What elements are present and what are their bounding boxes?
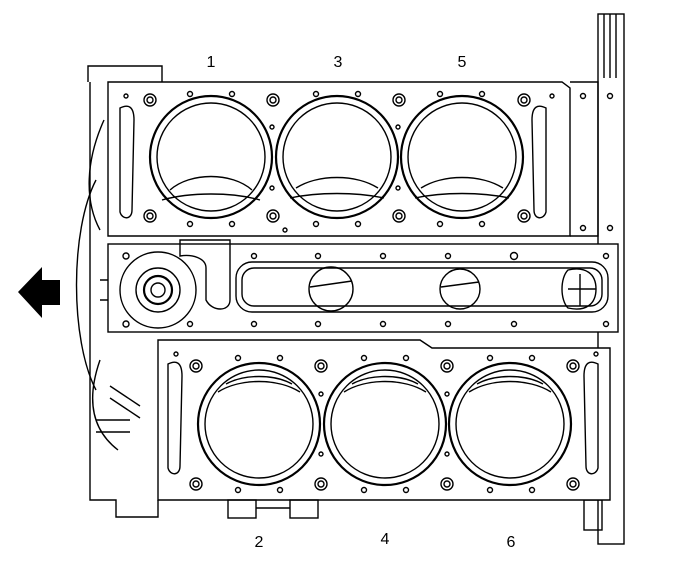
cylinder-label-2: 2 — [255, 534, 264, 551]
top-cylinder-labels: 1 3 5 — [207, 54, 467, 71]
cylinder-bore-6 — [447, 361, 573, 487]
block-valley — [107, 239, 619, 333]
cylinder-bore-4 — [322, 361, 448, 487]
cylinder-label-5: 5 — [458, 54, 467, 71]
cylinder-label-3: 3 — [334, 54, 343, 71]
bottom-cylinder-labels: 2 4 6 — [255, 531, 516, 551]
top-head-gasket — [107, 81, 614, 237]
bottom-head-gasket — [157, 339, 611, 519]
cylinder-bore-1 — [148, 94, 274, 220]
cylinder-label-6: 6 — [507, 534, 516, 551]
cylinder-label-1: 1 — [207, 54, 216, 71]
cylinder-bore-3 — [274, 94, 400, 220]
cylinder-bore-2 — [196, 361, 322, 487]
left-arrow-icon — [18, 267, 60, 318]
cylinder-bore-5 — [399, 94, 525, 220]
cylinder-label-4: 4 — [381, 531, 390, 548]
